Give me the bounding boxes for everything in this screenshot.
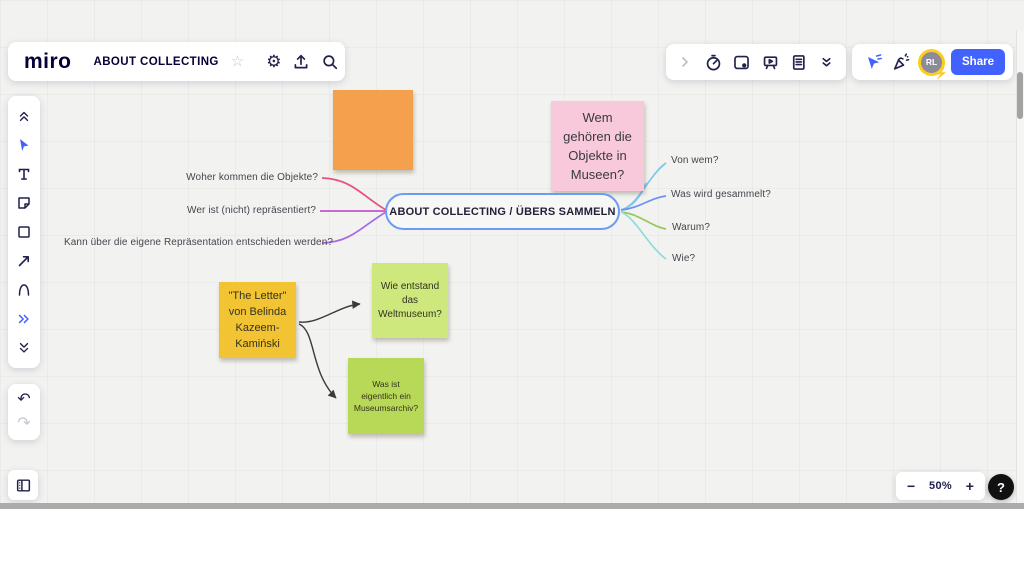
redo-icon[interactable]: ↷ (12, 412, 36, 436)
mindmap-branch-label[interactable]: Woher kommen die Objekte? (186, 172, 318, 183)
zoom-out-button[interactable]: − (907, 478, 916, 494)
collapse-chevrons-icon[interactable] (816, 51, 838, 73)
undo-redo-panel: ↶ ↷ (8, 384, 40, 440)
select-tool-icon[interactable] (12, 133, 36, 157)
mindmap-branch-label[interactable]: Was wird gesammelt? (671, 189, 771, 200)
expand-chevron-icon[interactable] (674, 51, 696, 73)
more-tools-icon[interactable] (12, 307, 36, 331)
header-left-panel: miro ABOUT COLLECTING ☆ ⚙ (8, 42, 345, 81)
pen-tool-icon[interactable] (12, 278, 36, 302)
help-button[interactable]: ? (988, 474, 1014, 500)
miro-logo[interactable]: miro (24, 50, 72, 73)
mindmap-branch-label[interactable]: Warum? (672, 222, 711, 233)
mindmap-branch-label[interactable]: Kann über die eigene Repräsentation ents… (64, 237, 334, 248)
sticky-note-green[interactable]: Was ist eigentlich ein Museumsarchiv? (348, 358, 424, 434)
share-button[interactable]: Share (951, 49, 1005, 75)
lightning-badge-icon: ⚡ (934, 67, 948, 80)
embed-bottom-border (0, 503, 1024, 509)
arrow-yellow-to-museumsarchiv (298, 323, 337, 399)
branch-line-left-1 (321, 177, 387, 211)
talktrack-icon[interactable] (731, 51, 753, 73)
page-scrollbar-thumb[interactable] (1017, 72, 1023, 119)
settings-gear-icon[interactable]: ⚙ (266, 51, 281, 73)
branch-line-right-3 (620, 211, 667, 230)
undo-icon[interactable]: ↶ (12, 388, 36, 412)
toolbar-collapse-down-icon[interactable] (12, 336, 36, 360)
page-scrollbar-track[interactable] (1016, 30, 1024, 503)
zoom-level[interactable]: 50% (929, 480, 952, 492)
shape-tool-icon[interactable] (12, 220, 36, 244)
gear-glyph: ⚙ (266, 52, 282, 71)
left-toolbar (8, 96, 40, 368)
toolbar-collapse-up-icon[interactable] (12, 104, 36, 128)
undo-glyph: ↶ (17, 391, 31, 408)
sticky-note-light-green[interactable]: Wie entstand das Weltmuseum? (372, 263, 448, 338)
mindmap-branch-label[interactable]: Wie? (672, 253, 696, 264)
user-avatar[interactable]: RL ⚡ (918, 48, 948, 80)
whiteboard-canvas[interactable]: Wem gehören die Objekte in Museen? "The … (0, 0, 1024, 503)
sticky-note-yellow[interactable]: "The Letter" von Belinda Kazeem-Kamiński (219, 282, 296, 358)
redo-glyph: ↷ (17, 415, 31, 432)
arrow-yellow-to-weltmuseum (298, 300, 361, 323)
board-title[interactable]: ABOUT COLLECTING (93, 55, 219, 68)
header-collab-panel: RL ⚡ Share (852, 44, 1013, 80)
sticky-note-orange[interactable] (333, 90, 413, 170)
search-icon[interactable] (321, 51, 339, 73)
frames-panel-button[interactable] (8, 470, 38, 500)
zoom-controls: − 50% + (896, 472, 985, 500)
zoom-in-button[interactable]: + (965, 478, 974, 494)
mindmap-branch-label[interactable]: Von wem? (671, 155, 719, 166)
presentation-icon[interactable] (759, 51, 781, 73)
branch-line-right-2 (620, 195, 667, 211)
notes-icon[interactable] (788, 51, 810, 73)
export-icon[interactable] (292, 51, 310, 73)
mindmap-center-node[interactable]: ABOUT COLLECTING / ÜBERS SAMMELN (385, 193, 620, 230)
avatar-initials: RL (918, 48, 945, 76)
header-tools-panel (666, 44, 846, 80)
collaborator-cursors-icon[interactable] (862, 51, 884, 73)
sticky-note-pink[interactable]: Wem gehören die Objekte in Museen? (551, 101, 644, 191)
frames-icon (16, 478, 30, 492)
mindmap-branch-label[interactable]: Wer ist (nicht) repräsentiert? (187, 205, 316, 216)
text-tool-icon[interactable] (12, 162, 36, 186)
sticky-note-tool-icon[interactable] (12, 191, 36, 215)
arrow-tool-icon[interactable] (12, 249, 36, 273)
timer-icon[interactable] (702, 51, 724, 73)
reactions-party-icon[interactable] (890, 51, 912, 73)
favorite-star-icon[interactable]: ☆ (230, 53, 245, 70)
branch-line-right-4 (620, 211, 667, 260)
